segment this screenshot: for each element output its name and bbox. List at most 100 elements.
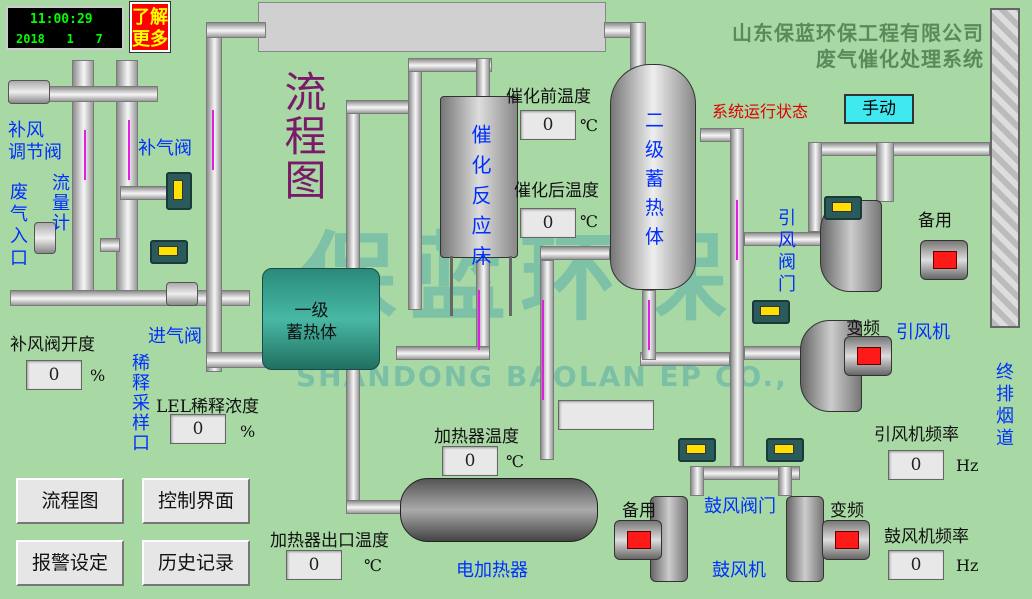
flow-arrow — [736, 200, 738, 260]
pipe-bottom-left — [206, 352, 266, 368]
final-stack-label: 终 排 烟 道 — [996, 362, 1014, 449]
blower-freq-unit: Hz — [956, 556, 979, 575]
induced-freq-value: 0 — [888, 450, 944, 480]
motor-blower-standby — [614, 520, 662, 560]
catalytic-bed-label: 催 化 反 应 床 — [468, 124, 492, 268]
pipe-riser — [206, 22, 222, 372]
post-cat-temp-unit: ℃ — [580, 212, 598, 231]
page-title: 流程图 — [278, 70, 327, 202]
top-panel — [258, 2, 606, 52]
pipe-heater — [346, 500, 406, 514]
blower-label: 鼓风机 — [712, 560, 766, 581]
pre-cat-temp-value: 0 — [520, 110, 576, 140]
blower-freq-value: 0 — [888, 550, 944, 580]
induced-freq-label: 引风机频率 — [874, 425, 959, 445]
supply-air-valve-label: 补风 调节阀 — [8, 120, 62, 163]
flow-diagram-button[interactable]: 流程图 — [16, 478, 124, 524]
pre-cat-temp-unit: ℃ — [580, 116, 598, 135]
watermark-text: SHANDONG BAOLAN EP CO., LTD — [296, 360, 862, 393]
flow-arrow — [128, 120, 130, 180]
blank-display — [558, 400, 654, 430]
blower-valve-label: 鼓风阀门 — [704, 496, 776, 517]
flow-arrow — [212, 110, 214, 170]
dilution-sampling-label: 稀 释 采 样 口 — [132, 353, 150, 454]
control-panel-button[interactable]: 控制界面 — [142, 478, 250, 524]
pre-cat-temp-label: 催化前温度 — [506, 87, 591, 107]
heater-outlet-temp-label: 加热器出口温度 — [270, 531, 389, 551]
motor-induced-standby — [920, 240, 968, 280]
electric-heater-label: 电加热器 — [456, 560, 528, 581]
heater-temp-unit: ℃ — [506, 452, 524, 471]
clock-display: 11:00:29 2018 1 7 — [6, 6, 124, 50]
makeup-valve-actuator[interactable] — [166, 172, 192, 210]
pipe-blower — [690, 466, 704, 496]
post-cat-temp-label: 催化后温度 — [514, 181, 599, 201]
lel-unit: % — [240, 422, 256, 441]
pipe-flow — [100, 238, 120, 252]
pipe-stage2-out — [640, 352, 730, 366]
pipe-right — [730, 128, 744, 468]
clock-date: 2018 1 7 — [16, 32, 103, 46]
vfd-label-1: 变频 — [846, 319, 880, 339]
flow-arrow — [648, 300, 650, 350]
pipe-mid — [408, 58, 492, 72]
inlet-valve[interactable] — [166, 282, 198, 306]
supply-valve-open-label: 补风阀开度 — [10, 335, 95, 355]
flowmeter-label: 流 量 计 — [52, 173, 70, 234]
pipe-stack — [876, 142, 894, 202]
pipe-mid — [396, 346, 490, 360]
motor-blower-vfd — [822, 520, 870, 560]
blower-freq-label: 鼓风机频率 — [884, 527, 969, 547]
induced-valve-label: 引 风 阀 门 — [778, 208, 796, 295]
supply-air-damper[interactable] — [8, 80, 50, 104]
flow-arrow — [84, 130, 86, 180]
stage2-label: 二 级 蓄 热 体 — [642, 110, 664, 248]
inlet-valve-label: 进气阀 — [148, 326, 202, 347]
pipe-top — [206, 22, 266, 38]
exhaust-inlet-label: 废 气 入 口 — [10, 182, 28, 269]
mode-toggle-button[interactable]: 手动 — [844, 94, 914, 124]
makeup-valve-label: 补气阀 — [138, 138, 192, 159]
history-button[interactable]: 历史记录 — [142, 540, 250, 586]
supply-valve-open-unit: % — [90, 366, 106, 385]
standby-label-2: 备用 — [622, 501, 656, 521]
stage1-label: 一级 蓄热体 — [286, 301, 337, 343]
flow-arrow — [542, 300, 544, 400]
blower-valve-actuator-1[interactable] — [678, 438, 716, 462]
electric-heater-vessel — [400, 478, 598, 542]
stage1-vessel — [262, 268, 380, 370]
lel-label: LEL稀释浓度 — [156, 397, 259, 417]
inlet-valve-actuator[interactable] — [150, 240, 188, 264]
stage2-vessel — [610, 64, 696, 290]
heater-temp-value: 0 — [442, 446, 498, 476]
company-name: 山东保蓝环保工程有限公司 — [732, 21, 984, 45]
pipe-blower — [778, 466, 792, 496]
company-title: 山东保蓝环保工程有限公司 废气催化处理系统 — [732, 20, 984, 72]
flowmeter-device — [34, 222, 56, 254]
system-name: 废气催化处理系统 — [816, 47, 984, 71]
pipe-stack — [808, 142, 822, 232]
vfd-label-2: 变频 — [830, 501, 864, 521]
alarm-settings-button[interactable]: 报警设定 — [16, 540, 124, 586]
heater-outlet-temp-unit: ℃ — [364, 556, 382, 575]
pipe-mid — [408, 58, 422, 310]
flow-arrow — [478, 290, 480, 350]
supply-valve-open-value: 0 — [26, 360, 82, 390]
motor-induced-vfd — [844, 336, 892, 376]
exhaust-stack — [990, 8, 1020, 328]
lel-value: 0 — [170, 414, 226, 444]
catalytic-bed-legs — [450, 256, 512, 316]
pipe-to-stage2 — [540, 246, 610, 260]
heater-temp-label: 加热器温度 — [434, 427, 519, 447]
induced-freq-unit: Hz — [956, 456, 979, 475]
induced-valve-actuator-2[interactable] — [752, 300, 790, 324]
clock-time: 11:00:29 — [30, 12, 93, 27]
blower-valve-actuator-2[interactable] — [766, 438, 804, 462]
induced-valve-actuator-1[interactable] — [824, 196, 862, 220]
induced-fan-label: 引风机 — [896, 322, 950, 343]
system-status-label: 系统运行状态 — [712, 102, 809, 121]
learn-more-button[interactable]: 了解 更多 — [130, 2, 170, 52]
post-cat-temp-value: 0 — [520, 208, 576, 238]
standby-label-1: 备用 — [918, 211, 952, 231]
heater-outlet-temp-value: 0 — [286, 550, 342, 580]
